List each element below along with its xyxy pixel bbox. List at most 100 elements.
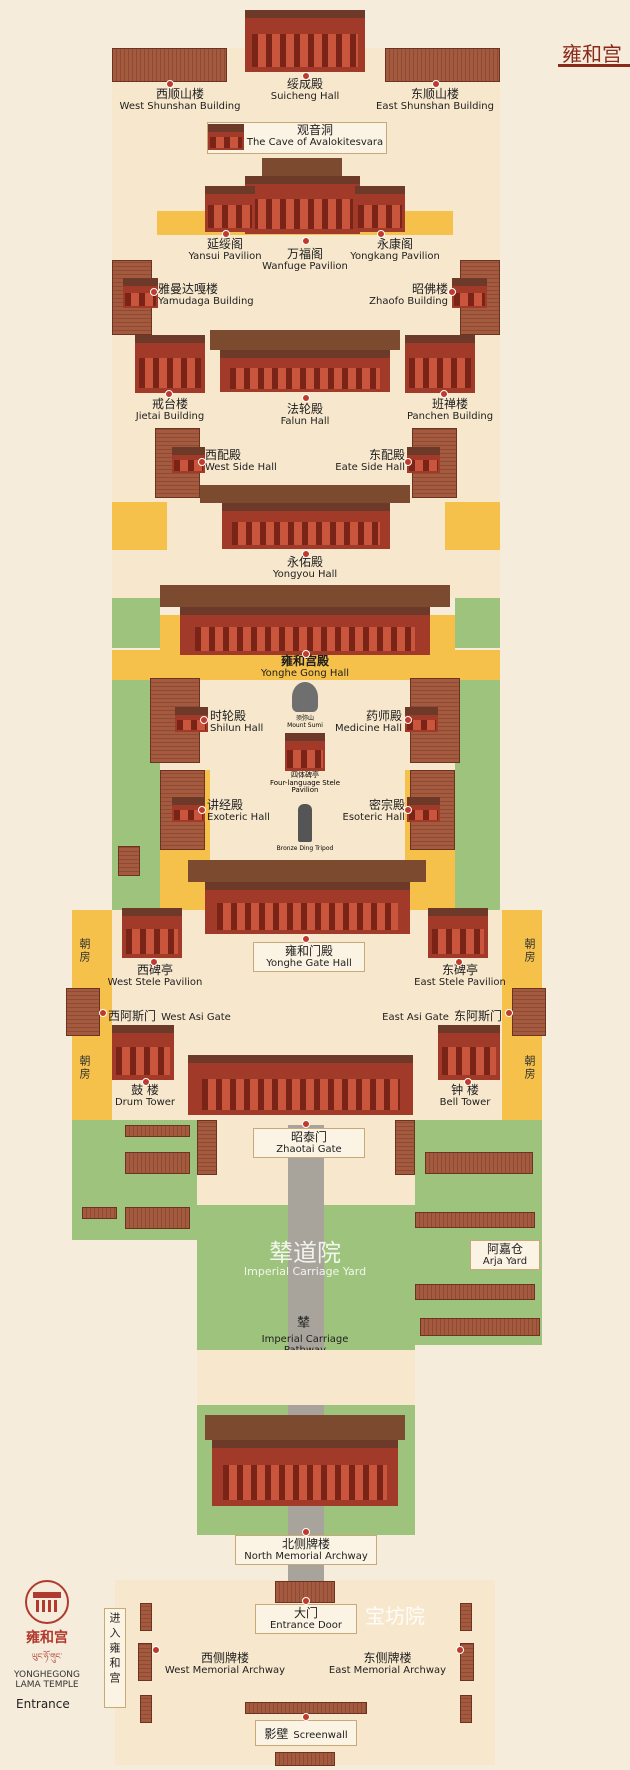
west-arch-cn: 西侧牌楼 xyxy=(200,1651,249,1665)
pin-shilun[interactable] xyxy=(200,716,208,724)
yard-east-roof-2 xyxy=(415,1212,535,1228)
west-asi-cn: 西阿斯门 xyxy=(108,1009,157,1023)
wanfuge-pavilion xyxy=(245,176,360,234)
zhaotai-west-roof xyxy=(197,1120,217,1175)
panchen-building xyxy=(405,335,475,393)
pin-yongkang[interactable] xyxy=(377,230,385,238)
pin-west-asi[interactable] xyxy=(99,1009,107,1017)
west-stele-pavilion xyxy=(122,908,182,958)
archway-forecourt xyxy=(197,1350,415,1405)
pin-zhaotai[interactable] xyxy=(302,1120,310,1128)
west-stele-cn: 西碑亭 xyxy=(136,963,173,977)
shilun-cn: 时轮殿 xyxy=(210,709,247,723)
falun-en: Falun Hall xyxy=(280,416,330,428)
carriage-yard-east-top xyxy=(415,1120,542,1150)
yamudaga-cn: 雅曼达嘎楼 xyxy=(158,282,219,296)
site-title: 雍和宫 xyxy=(562,42,622,66)
zhaotai-en: Zhaotai Gate xyxy=(276,1144,342,1156)
arja-cn: 阿嘉仓 xyxy=(486,1242,523,1256)
bronze-tripod-label: Bronze Ding Tripod xyxy=(276,845,334,852)
yard-east-roof-4 xyxy=(420,1318,540,1336)
chaofang-nw: 朝房 xyxy=(78,938,91,964)
esoteric-hall xyxy=(407,797,440,822)
pin-east-shunshan[interactable] xyxy=(432,80,440,88)
yonghe-gate-hall xyxy=(205,882,410,934)
baofang-label: 宝坊院 xyxy=(365,1604,425,1628)
jietai-building xyxy=(135,335,205,393)
yard-west-roof-3 xyxy=(82,1207,117,1219)
pin-suicheng[interactable] xyxy=(302,72,310,80)
pin-east-side[interactable] xyxy=(404,458,412,466)
arja-en: Arja Yard xyxy=(482,1256,528,1268)
pin-yongyou[interactable] xyxy=(302,550,310,558)
bell-tower xyxy=(438,1025,500,1080)
jietai-en: Jietai Building xyxy=(135,411,205,423)
north-arch-en: North Memorial Archway xyxy=(244,1551,368,1563)
pin-north-arch[interactable] xyxy=(302,1528,310,1536)
cave-cn: 观音洞 xyxy=(296,123,333,137)
west-arch-en: West Memorial Archway xyxy=(164,1665,286,1677)
pin-yonghegong[interactable] xyxy=(302,650,310,658)
zhaotai-cn: 昭泰门 xyxy=(290,1130,327,1144)
title-underline xyxy=(558,64,630,67)
yard-west-roof-2 xyxy=(125,1207,190,1229)
zhaotai-east-roof xyxy=(395,1120,415,1175)
pin-east-asi[interactable] xyxy=(505,1009,513,1017)
pin-exoteric[interactable] xyxy=(198,806,206,814)
pin-panchen[interactable] xyxy=(440,390,448,398)
north-memorial-archway xyxy=(212,1440,398,1506)
pin-esoteric[interactable] xyxy=(404,806,412,814)
pin-east-arch[interactable] xyxy=(456,1646,464,1654)
pin-east-stele[interactable] xyxy=(455,958,463,966)
wanfuge-en: Wanfuge Pavilion xyxy=(262,261,348,273)
east-side-hall xyxy=(407,447,440,473)
yamudaga-en: Yamudaga Building xyxy=(158,296,254,308)
pin-entrance-door[interactable] xyxy=(302,1597,310,1605)
yansui-en: Yansui Pavilion xyxy=(188,251,262,263)
pathway-char-1: 辇 xyxy=(297,1316,311,1331)
baofang-west-roof-3 xyxy=(140,1695,152,1723)
east-shunshan-cn: 东顺山楼 xyxy=(410,87,459,101)
pin-wanfuge[interactable] xyxy=(302,237,310,245)
yongyou-side-west xyxy=(112,502,167,550)
pin-bell[interactable] xyxy=(464,1078,472,1086)
pin-screenwall[interactable] xyxy=(302,1713,310,1721)
yongyou-cn: 永佑殿 xyxy=(286,555,323,569)
esoteric-en: Esoteric Hall xyxy=(342,812,406,824)
zhaotai-gate-buildings xyxy=(188,1055,413,1115)
pin-west-shunshan[interactable] xyxy=(166,80,174,88)
yonghegong-roof xyxy=(160,585,450,607)
west-side-cn: 西配殿 xyxy=(205,448,242,462)
pin-falun[interactable] xyxy=(302,394,310,402)
pin-medicine[interactable] xyxy=(404,716,412,724)
pin-west-arch[interactable] xyxy=(152,1646,160,1654)
pin-west-stele[interactable] xyxy=(150,958,158,966)
screenwall-cn: 影壁 xyxy=(264,1727,289,1741)
west-shunshan-roof xyxy=(112,48,227,82)
east-shunshan-roof xyxy=(385,48,500,82)
pin-yonghe-gate[interactable] xyxy=(302,935,310,943)
yard-east-roof-1 xyxy=(425,1152,533,1174)
pin-west-side[interactable] xyxy=(198,458,206,466)
pin-zhaofo[interactable] xyxy=(448,288,456,296)
medicine-cn: 药师殿 xyxy=(365,709,402,723)
drum-cn: 鼓 楼 xyxy=(131,1083,159,1097)
zhaofo-en: Zhaofo Building xyxy=(369,296,448,308)
yonghe-gate-roof xyxy=(188,860,426,882)
yansui-cn: 延绥阁 xyxy=(206,237,243,251)
pin-drum[interactable] xyxy=(142,1078,150,1086)
pin-yansui[interactable] xyxy=(222,230,230,238)
pin-yamudaga[interactable] xyxy=(150,288,158,296)
middle-green-east xyxy=(455,680,500,910)
east-stele-pavilion xyxy=(428,908,488,958)
east-asi-gate xyxy=(512,988,546,1036)
pin-jietai[interactable] xyxy=(165,390,173,398)
yard-west-roof-4 xyxy=(125,1125,190,1137)
exoteric-en: Exoteric Hall xyxy=(207,812,270,824)
bell-cn: 钟 楼 xyxy=(451,1083,479,1097)
panchen-en: Panchen Building xyxy=(406,411,494,423)
falun-roof xyxy=(210,330,400,350)
carriage-yard-cn: 辇道院 xyxy=(269,1239,341,1267)
falun-hall xyxy=(220,350,390,392)
logo: 雍和宫 ཡུང་ཧོ་གུང་ YONGHEGONG LAMA TEMPLE xyxy=(8,1580,86,1690)
